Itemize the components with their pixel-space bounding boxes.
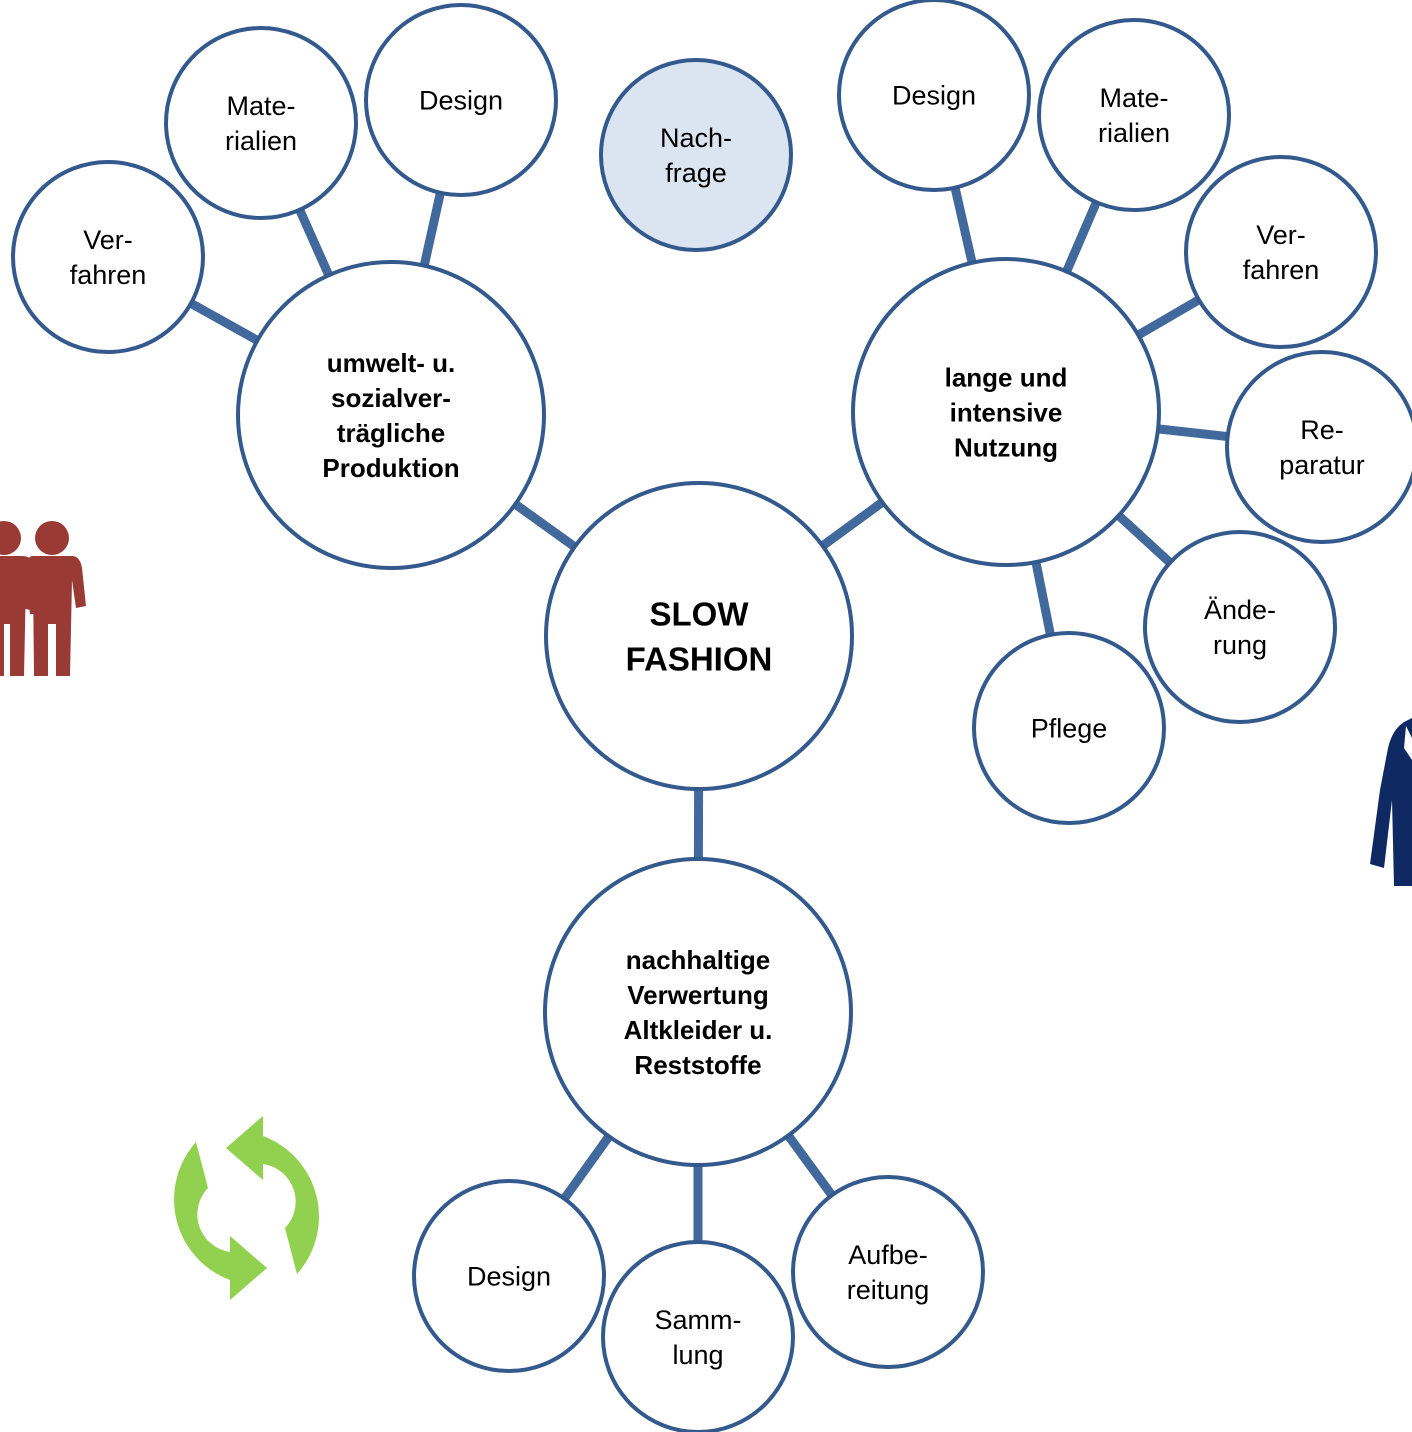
node-label-line: Ände- xyxy=(1204,595,1276,625)
node-use-design: Design xyxy=(837,0,1031,192)
node-use-aenderung: Ände-rung xyxy=(1143,530,1337,724)
node-use-pflege: Pflege xyxy=(972,631,1166,825)
node-label-line: rialien xyxy=(225,126,297,156)
node-label-line: sozialver- xyxy=(331,383,451,413)
connector-center-usage xyxy=(819,498,886,550)
node-circle xyxy=(972,631,1166,825)
node-label-line: Design xyxy=(892,81,976,111)
node-circle xyxy=(1143,530,1337,724)
node-label-line: umwelt- u. xyxy=(327,348,456,378)
node-label-line: fahren xyxy=(1243,255,1320,285)
node-circle xyxy=(412,1179,606,1373)
node-center: SLOW FASHION xyxy=(544,481,854,791)
node-label-line: Nutzung xyxy=(954,432,1058,462)
connector-usage-use_pflege xyxy=(1031,561,1055,636)
node-label-line: Design xyxy=(467,1262,551,1292)
node-circle xyxy=(851,257,1161,567)
node-label-line: Samm- xyxy=(655,1305,742,1335)
node-label-line: lange und xyxy=(945,362,1068,392)
node-rec-sammlung: Samm-lung xyxy=(601,1240,795,1432)
node-label-line: Ver- xyxy=(83,225,133,255)
jacket-icon xyxy=(1370,718,1412,886)
recycle-icon xyxy=(174,1116,319,1300)
node-label-line: lung xyxy=(672,1340,723,1370)
node-circle xyxy=(791,1175,985,1369)
node-prod-materialien: Mate-rialien xyxy=(164,26,358,220)
connector-production-prod_materialien xyxy=(295,207,333,278)
node-circle xyxy=(11,160,205,354)
node-label-line: rialien xyxy=(1098,118,1170,148)
node-circle xyxy=(164,26,358,220)
node-circle xyxy=(1225,350,1412,544)
node-label-line: Altkleider u. xyxy=(624,1015,773,1045)
node-label-line: paratur xyxy=(1279,450,1365,480)
node-label-line: Nach- xyxy=(660,123,732,153)
connector-usage-use_reparatur xyxy=(1157,424,1229,442)
node-use-verfahren: Ver-fahren xyxy=(1184,155,1378,349)
node-label-line: Produktion xyxy=(322,453,459,483)
connector-production-prod_design xyxy=(419,191,445,267)
node-label-line: Mate- xyxy=(1099,83,1168,113)
node-rec-aufbereitung: Aufbe-reitung xyxy=(791,1175,985,1369)
connector-usage-use_design xyxy=(950,186,977,264)
node-label-line: fahren xyxy=(70,260,147,290)
node-label-line: SLOW xyxy=(650,595,750,632)
connectors xyxy=(188,186,1229,1242)
node-label-line: Aufbe- xyxy=(848,1240,928,1270)
node-circle xyxy=(1037,18,1231,212)
node-circle xyxy=(543,857,853,1167)
node-label-line: frage xyxy=(665,158,727,188)
node-circle xyxy=(601,1240,795,1432)
node-label-line: trägliche xyxy=(337,418,445,448)
node-label-line: Verwertung xyxy=(627,980,769,1010)
node-circle xyxy=(599,58,793,252)
node-circle xyxy=(837,0,1031,192)
connector-production-prod_verfahren xyxy=(188,299,260,345)
node-label-line: reitung xyxy=(847,1275,930,1305)
node-label-line: FASHION xyxy=(626,640,773,677)
node-prod-verfahren: Ver-fahren xyxy=(11,160,205,354)
node-label-line: Reststoffe xyxy=(634,1050,761,1080)
node-label-line: rung xyxy=(1213,630,1267,660)
connector-center-production xyxy=(512,500,578,551)
node-circle xyxy=(364,3,558,197)
node-circle xyxy=(1184,155,1378,349)
node-label-line: Design xyxy=(419,86,503,116)
node-prod-design: Design xyxy=(364,3,558,197)
node-label-line: Ver- xyxy=(1256,220,1306,250)
node-label-line: nachhaltige xyxy=(626,945,770,975)
node-label-line: Re- xyxy=(1300,415,1344,445)
node-nachfrage: Nach-frage xyxy=(599,58,793,252)
connector-recycling-rec_design xyxy=(560,1133,613,1202)
node-rec-design: Design xyxy=(412,1179,606,1373)
node-circle xyxy=(544,481,854,791)
node-use-reparatur: Re-paratur xyxy=(1225,350,1412,544)
connector-usage-use_materialien xyxy=(1062,200,1101,274)
node-label-line: Pflege xyxy=(1031,714,1108,744)
nodes: SLOW FASHION umwelt- u. sozialver-trägliche… xyxy=(11,0,1412,1432)
node-use-materialien: Mate-rialien xyxy=(1037,18,1231,212)
node-circle xyxy=(236,260,546,570)
connector-usage-use_verfahren xyxy=(1135,295,1202,339)
connector-usage-use_aenderung xyxy=(1115,512,1174,567)
people-icon xyxy=(0,521,86,676)
node-label-line: Mate- xyxy=(226,91,295,121)
node-label-line: intensive xyxy=(950,397,1063,427)
connector-recycling-rec_aufbereitung xyxy=(784,1132,836,1198)
